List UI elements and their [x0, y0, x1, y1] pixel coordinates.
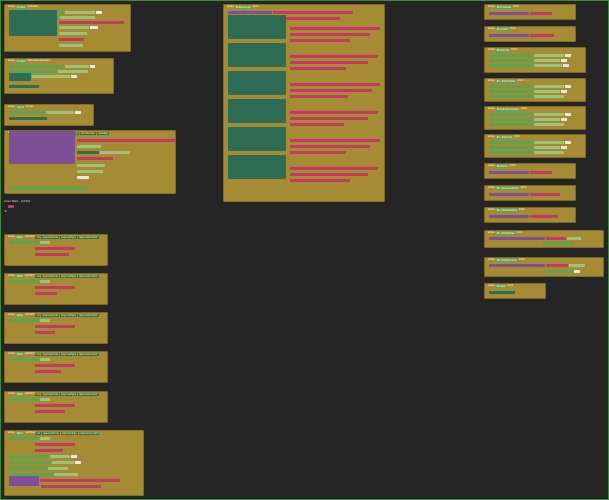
web1-gottext-header: when Web1 . GotText	[4, 200, 31, 203]
block-web1-gottext-collapsed[interactable]: when Web1 . GotText do	[4, 200, 31, 213]
block-screen1-error-occurred[interactable]: whenScreen1ErrorOccurredcomponentfunctio…	[4, 130, 176, 194]
